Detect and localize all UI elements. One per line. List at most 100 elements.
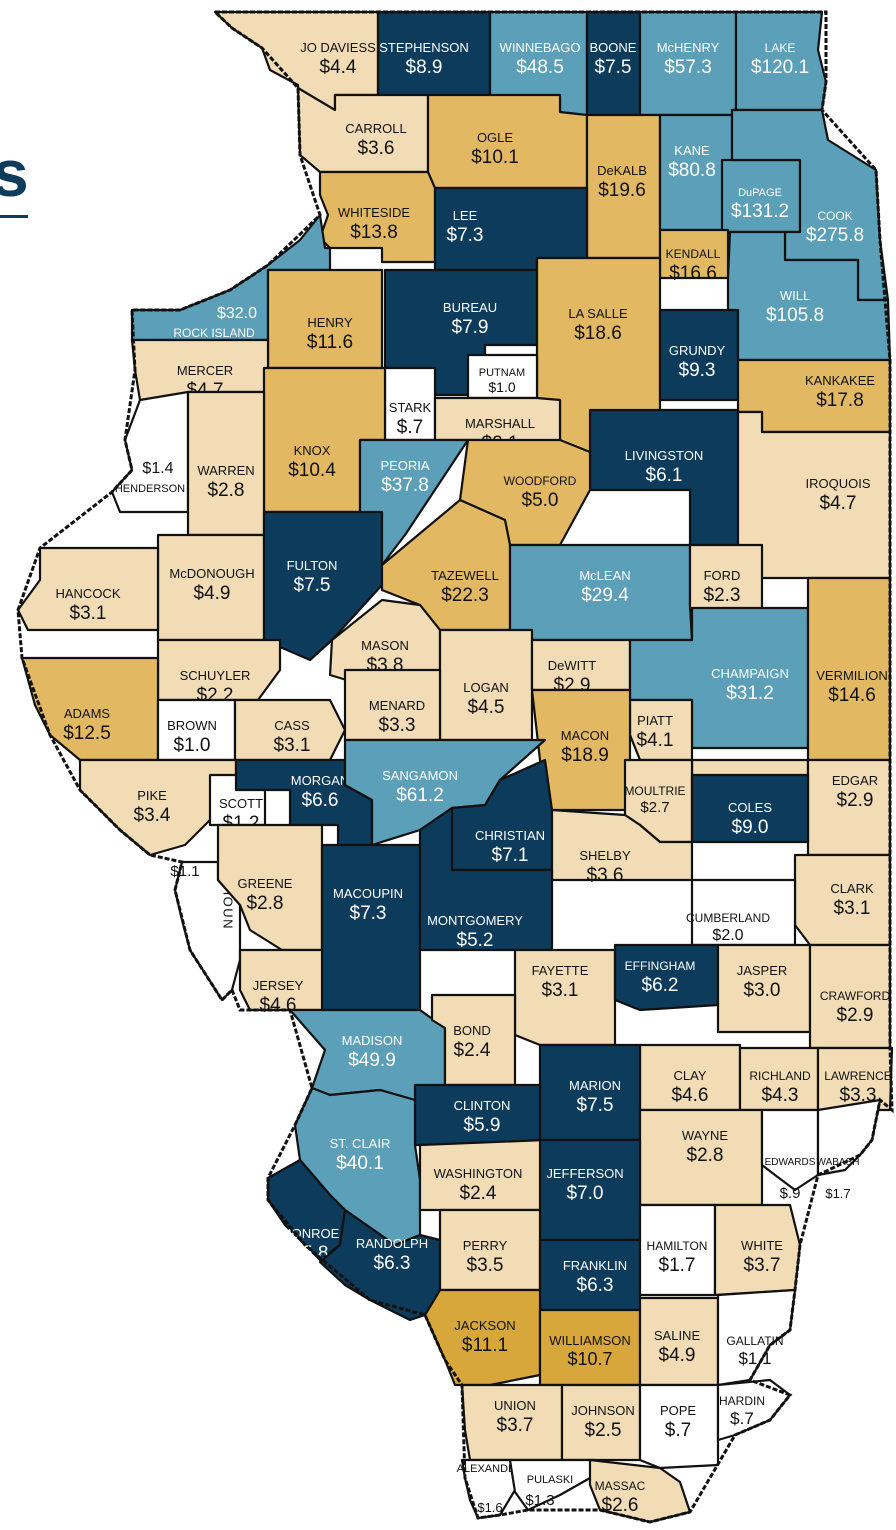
county-value: $3.3 bbox=[840, 1085, 877, 1106]
county-stephenson[interactable]: STEPHENSON$8.9 bbox=[376, 10, 492, 97]
county-jersey[interactable]: JERSEY$4.6 bbox=[238, 948, 324, 1016]
county-name: WOODFORD bbox=[504, 474, 577, 488]
county-pope[interactable]: POPE$.7 bbox=[638, 1383, 720, 1470]
county-value: $2.4 bbox=[454, 1040, 491, 1061]
county-richland[interactable]: RICHLAND$4.3 bbox=[738, 1046, 820, 1112]
county-wabash[interactable]: WABASH$1.7 bbox=[817, 1098, 882, 1201]
county-kendall[interactable]: KENDALL$16.6 bbox=[658, 228, 730, 284]
county-kankakee[interactable]: KANKAKEE$17.8 bbox=[736, 358, 892, 434]
county-knox[interactable]: KNOX$10.4 bbox=[262, 366, 387, 514]
county-la-salle[interactable]: LA SALLE$18.6 bbox=[535, 256, 662, 460]
county-tazewell[interactable]: TAZEWELL$22.3 bbox=[380, 498, 512, 632]
county-bond[interactable]: BOND$2.4 bbox=[430, 993, 517, 1087]
county-name: COLES bbox=[728, 800, 772, 815]
county-hamilton[interactable]: HAMILTON$1.7 bbox=[638, 1203, 717, 1297]
county-jasper[interactable]: JASPER$3.0 bbox=[716, 943, 812, 1034]
county-macoupin[interactable]: MACOUPIN$7.3 bbox=[320, 843, 422, 1012]
county-adams[interactable]: ADAMS$12.5 bbox=[20, 656, 160, 762]
county-massac[interactable]: MASSAC$2.6 bbox=[588, 1458, 692, 1524]
county-hancock[interactable]: HANCOCK$3.1 bbox=[16, 546, 160, 632]
county-value: $7.3 bbox=[447, 225, 484, 246]
county-williamson[interactable]: WILLIAMSON$10.7 bbox=[538, 1308, 642, 1387]
county-value: $3.5 bbox=[467, 1255, 504, 1276]
county-carroll[interactable]: CARROLL$3.6 bbox=[296, 86, 430, 174]
county-mclean[interactable]: McLEAN$29.4 bbox=[508, 543, 694, 642]
county-clay[interactable]: CLAY$4.6 bbox=[638, 1043, 742, 1112]
county-washington[interactable]: WASHINGTON$2.4 bbox=[418, 1138, 547, 1212]
county-randolph[interactable]: RANDOLPH$6.3 bbox=[318, 1208, 442, 1322]
county-warren[interactable]: WARREN$2.8 bbox=[186, 390, 266, 537]
county-st-clair[interactable]: ST. CLAIR$40.1 bbox=[293, 1086, 422, 1247]
county-coles[interactable]: COLES$9.0 bbox=[690, 773, 810, 844]
county-fayette[interactable]: FAYETTE$3.1 bbox=[513, 948, 617, 1047]
county-vermilion[interactable]: VERMILION$14.6 bbox=[806, 576, 892, 762]
county-macon[interactable]: MACON$18.9 bbox=[530, 688, 632, 812]
county-stark[interactable]: STARK$.7 bbox=[383, 366, 437, 442]
county-lake[interactable]: LAKE$120.1 bbox=[734, 10, 828, 112]
county-christian[interactable]: CHRISTIAN$7.1 bbox=[450, 758, 554, 872]
county-dewitt[interactable]: DeWITT$2.9 bbox=[530, 638, 632, 696]
county-name: GREENE bbox=[238, 876, 293, 891]
county-name: EDGAR bbox=[832, 773, 878, 788]
county-ford[interactable]: FORD$2.3 bbox=[688, 543, 764, 612]
county-logan[interactable]: LOGAN$4.5 bbox=[438, 628, 534, 742]
county-name: BUREAU bbox=[443, 300, 497, 315]
county-wayne[interactable]: WAYNE$2.8 bbox=[638, 1108, 764, 1207]
county-mcdonough[interactable]: McDONOUGH$4.9 bbox=[156, 533, 266, 642]
county-clinton[interactable]: CLINTON$5.9 bbox=[413, 1083, 542, 1147]
county-grundy[interactable]: GRUNDY$9.3 bbox=[658, 308, 740, 402]
county-madison[interactable]: MADISON$49.9 bbox=[288, 1008, 447, 1102]
county-gallatin[interactable]: GALLATIN$1.1 bbox=[716, 1288, 797, 1387]
county-marion[interactable]: MARION$7.5 bbox=[538, 1043, 642, 1142]
county-value: $10.7 bbox=[567, 1349, 612, 1369]
county-edgar[interactable]: EDGAR$2.9 bbox=[806, 758, 892, 857]
county-value: $3.1 bbox=[70, 603, 107, 624]
county-johnson[interactable]: JOHNSON$2.5 bbox=[560, 1383, 642, 1462]
county-value: $18.6 bbox=[574, 323, 622, 344]
county-henry[interactable]: HENRY$11.6 bbox=[266, 268, 384, 370]
county-name: PUTNAM bbox=[479, 367, 525, 379]
county-value: $7.5 bbox=[294, 575, 331, 596]
county-jefferson[interactable]: JEFFERSON$7.0 bbox=[538, 1138, 642, 1242]
county-shelby[interactable]: SHELBY$3.6 bbox=[550, 808, 694, 886]
county-menard[interactable]: MENARD$3.3 bbox=[343, 668, 442, 742]
county-schuyler[interactable]: SCHUYLER$2.2 bbox=[156, 638, 282, 706]
county-saline[interactable]: SALINE$4.9 bbox=[638, 1296, 720, 1387]
county-value: $48.5 bbox=[516, 57, 564, 78]
county-value: $7.5 bbox=[595, 57, 632, 78]
county-union[interactable]: UNION$3.7 bbox=[460, 1383, 564, 1462]
county-mchenry[interactable]: McHENRY$57.3 bbox=[638, 10, 738, 117]
county-cumberland[interactable]: CUMBERLAND$2.0 bbox=[686, 878, 797, 947]
county-name: JO DAVIESS bbox=[300, 40, 376, 55]
county-name: MACOUPIN bbox=[333, 886, 403, 901]
county-brown[interactable]: BROWN$1.0 bbox=[156, 698, 237, 762]
county-edwards[interactable]: EDWARDS$.9 bbox=[760, 1108, 820, 1202]
county-will[interactable]: WILL$105.8 bbox=[726, 230, 892, 362]
county-whiteside[interactable]: WHITESIDE$13.8 bbox=[318, 170, 437, 264]
county-dekalb[interactable]: DeKALB$19.6 bbox=[585, 113, 662, 260]
county-henderson[interactable]: HENDERSON$1.4 bbox=[110, 390, 190, 514]
county-lawrence[interactable]: LAWRENCE$3.3 bbox=[816, 1046, 894, 1112]
county-jackson[interactable]: JACKSON$11.1 bbox=[423, 1288, 542, 1387]
county-value: $7.0 bbox=[567, 1183, 604, 1204]
county-white[interactable]: WHITE$3.7 bbox=[713, 1203, 802, 1297]
county-clark[interactable]: CLARK$3.1 bbox=[793, 853, 892, 947]
county-dupage[interactable]: DuPAGE$131.2 bbox=[720, 158, 802, 234]
county-peoria[interactable]: PEORIA$37.8 bbox=[358, 438, 470, 567]
county-shape bbox=[638, 1383, 720, 1470]
county-name: STEPHENSON bbox=[379, 40, 469, 55]
county-greene[interactable]: GREENE$2.8 bbox=[216, 823, 324, 952]
county-livingston[interactable]: LIVINGSTON$6.1 bbox=[588, 408, 740, 547]
county-sangamon[interactable]: SANGAMON$61.2 bbox=[343, 738, 547, 847]
county-franklin[interactable]: FRANKLIN$6.3 bbox=[538, 1238, 642, 1312]
county-piatt[interactable]: PIATT$4.1 bbox=[628, 698, 694, 762]
county-effingham[interactable]: EFFINGHAM$6.2 bbox=[613, 943, 720, 1012]
county-value: $3.7 bbox=[497, 1415, 534, 1436]
county-cass[interactable]: CASS$3.1 bbox=[233, 698, 347, 762]
county-perry[interactable]: PERRY$3.5 bbox=[438, 1208, 542, 1292]
county-boone[interactable]: BOONE$7.5 bbox=[585, 10, 642, 117]
county-montgomery[interactable]: MONTGOMERY$5.2 bbox=[418, 806, 554, 952]
county-pulaski[interactable]: PULASKI$1.3 bbox=[508, 1458, 597, 1512]
county-crawford[interactable]: CRAWFORD$2.9 bbox=[808, 943, 892, 1050]
county-putnam[interactable]: PUTNAM$1.0 bbox=[466, 353, 539, 400]
